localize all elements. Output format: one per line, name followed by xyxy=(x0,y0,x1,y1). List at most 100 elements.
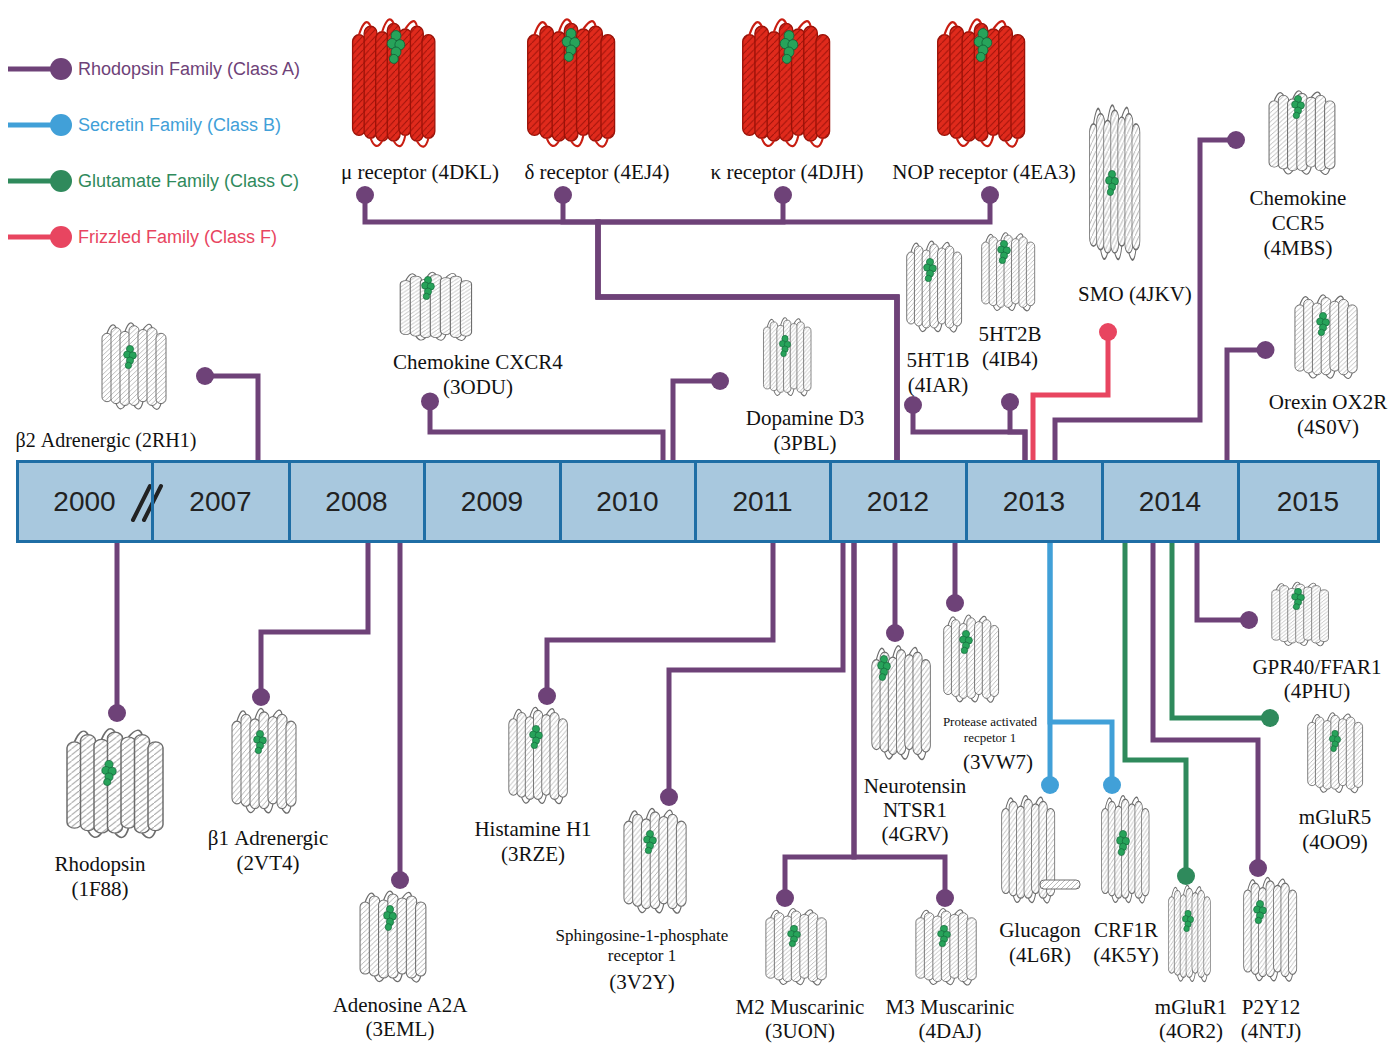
receptor-node: Dopamine D3 (3PBL) xyxy=(720,310,870,457)
connector-dot xyxy=(981,186,999,204)
connector-dot xyxy=(554,186,572,204)
receptor-structure xyxy=(1101,796,1149,903)
receptor-structure xyxy=(743,19,830,146)
receptor-label: M3 Muscarinic (4DAJ) xyxy=(885,995,1016,1043)
receptor-label: Glucagon (4L6R) xyxy=(998,918,1082,968)
connector-dot xyxy=(904,396,922,414)
axis-break xyxy=(133,486,161,520)
receptor-label: β1 Adrenergic (2VT4) xyxy=(207,826,330,876)
ligand xyxy=(102,760,116,785)
receptor-node: mGluR5 (4OO9) xyxy=(1270,706,1385,858)
receptor-structures xyxy=(67,19,1363,985)
receptor-node: Glucagon (4L6R) xyxy=(990,785,1088,970)
receptor-structure xyxy=(1269,91,1335,175)
timeline-connector xyxy=(1050,543,1121,794)
connector-line xyxy=(598,195,990,460)
ligand xyxy=(780,31,798,64)
year-label: 2012 xyxy=(867,486,929,518)
legend-text: Rhodopsin Family (Class A) xyxy=(78,58,300,80)
timeline-connector xyxy=(946,543,964,612)
receptor-node: CRF1R (4K5Y) xyxy=(1090,785,1162,970)
receptor-node: Sphingosine-1-phosphate receptor 1(3V2Y) xyxy=(545,797,738,1000)
connector-dot xyxy=(711,372,729,390)
receptor-structure xyxy=(763,318,811,396)
connector-line xyxy=(398,543,403,880)
year-box: 2013 xyxy=(965,460,1104,543)
ligand xyxy=(960,630,973,653)
connector-line xyxy=(365,195,897,460)
year-label: 2000 xyxy=(53,486,115,518)
ligand xyxy=(1182,910,1193,931)
timeline-connector xyxy=(660,543,843,806)
receptor-label: 5HT1B (4IAR) xyxy=(906,348,971,398)
receptor-structure xyxy=(67,729,163,838)
legend-swatch xyxy=(4,56,76,82)
timeline-connector xyxy=(598,186,999,460)
timeline-connector xyxy=(421,392,663,460)
receptor-label: SMO (4JKV) xyxy=(1078,282,1192,307)
ligand xyxy=(1106,170,1119,195)
connector-line xyxy=(1153,543,1258,868)
receptor-structure xyxy=(1295,295,1357,379)
receptor-structure xyxy=(102,323,166,409)
ligand xyxy=(384,905,397,930)
receptor-node: Rhodopsin (1F88) xyxy=(40,713,180,905)
year-box: 2011 xyxy=(694,460,832,543)
connector-line xyxy=(669,543,843,797)
connector-line xyxy=(598,195,897,460)
receptor-node: Chemokine CXCR4 (3ODU) xyxy=(385,265,575,401)
receptor-node: κ receptor (4DJH) xyxy=(703,10,872,195)
receptor-node: Protease activated recpetor 1(3VW7) xyxy=(935,603,1046,778)
ligand xyxy=(974,29,992,62)
legend-dot xyxy=(50,170,72,192)
timeline-connector xyxy=(673,372,729,460)
year-label: 2007 xyxy=(189,486,251,518)
connector-dot xyxy=(1041,776,1059,794)
connector-line xyxy=(430,401,663,460)
connector-line xyxy=(1033,332,1108,460)
connector-dot xyxy=(421,392,439,410)
receptor-structure xyxy=(1090,105,1140,260)
receptor-label: Orexin OX2R (4S0V) xyxy=(1268,390,1389,440)
legend-swatch xyxy=(4,168,76,194)
connector-dot xyxy=(391,871,409,889)
receptor-structure xyxy=(938,19,1025,146)
receptor-node: Orexin OX2R (4S0V) xyxy=(1266,285,1391,455)
timeline-connector xyxy=(1033,323,1117,460)
helix xyxy=(1040,880,1080,889)
ligand xyxy=(254,730,267,753)
receptor-label: Protease activated recpetor 1 xyxy=(942,714,1039,745)
timeline-connector xyxy=(1172,543,1279,727)
connector-line xyxy=(893,543,898,633)
receptor-label: GPR40/FFAR1 (4PHU) xyxy=(1251,655,1383,703)
connector-line xyxy=(1055,140,1236,460)
receptor-label: M2 Muscarinic (3UON) xyxy=(735,995,866,1043)
receptor-structure xyxy=(232,709,296,814)
year-label: 2015 xyxy=(1277,486,1339,518)
receptor-structure xyxy=(944,615,999,702)
ligand xyxy=(1317,312,1330,335)
connector-dot xyxy=(946,594,964,612)
connector-line xyxy=(785,543,854,898)
connector-dot xyxy=(1261,709,1279,727)
timeline-connector xyxy=(356,186,897,460)
ligand xyxy=(1292,588,1305,609)
timeline-connector xyxy=(854,543,954,907)
receptor-label: 5HT2B (4IB4) xyxy=(978,322,1043,372)
timeline-connector xyxy=(252,543,368,706)
year-box: 2014 xyxy=(1101,460,1240,543)
legend-text: Frizzled Family (Class F) xyxy=(78,226,277,248)
receptor-node: Neurotensin NTSR1 (4GRV) xyxy=(860,633,970,850)
connector-line xyxy=(1227,350,1266,460)
connector-line xyxy=(1172,543,1270,718)
connector-dot xyxy=(252,688,270,706)
timeline-connector xyxy=(1001,393,1025,460)
connector-dot xyxy=(356,186,374,204)
receptor-label: NOP receptor (4EA3) xyxy=(892,160,1076,185)
receptor-node: μ receptor (4DKL) xyxy=(335,10,505,195)
ligand xyxy=(644,830,657,853)
ligand xyxy=(788,925,801,946)
year-label: 2009 xyxy=(461,486,523,518)
receptor-node: 5HT2B (4IB4) xyxy=(974,225,1047,402)
